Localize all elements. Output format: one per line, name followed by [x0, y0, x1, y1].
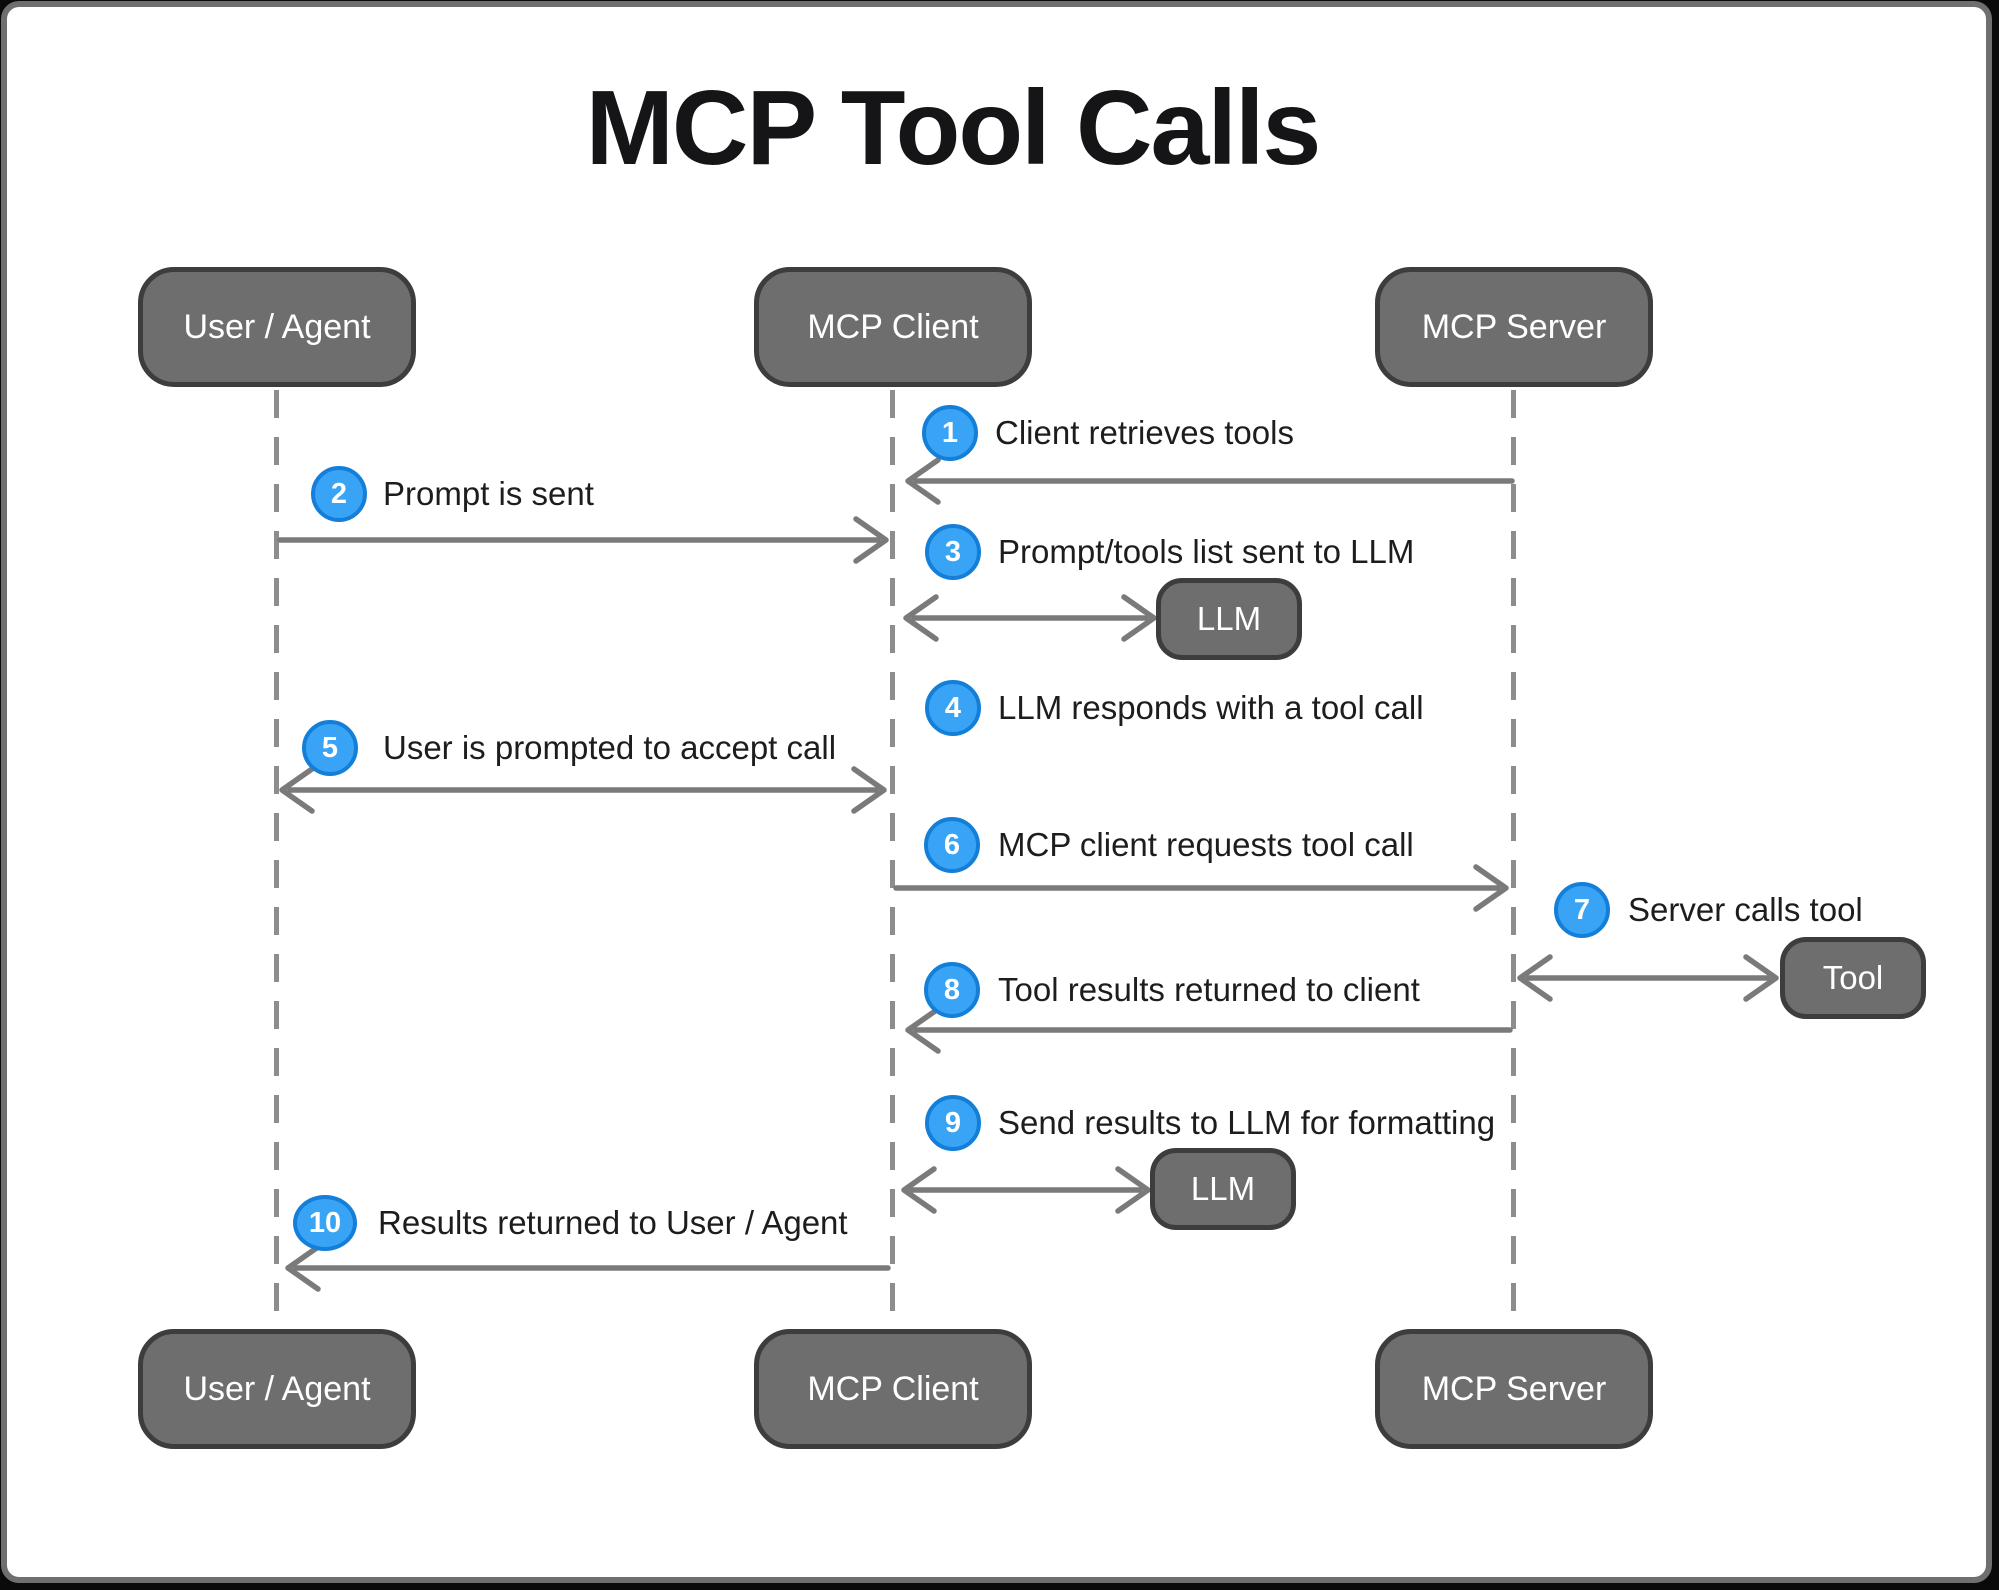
arrow-step-10-client-to-user	[285, 1244, 891, 1292]
node-label: Tool	[1822, 959, 1884, 996]
step-badge-4: 4	[925, 680, 981, 736]
node-label: LLM	[1196, 600, 1262, 637]
step-badge-8: 8	[924, 962, 980, 1018]
arrow-step-7-server-tool-both	[1517, 954, 1779, 1002]
step-badge-9: 9	[925, 1095, 981, 1151]
arrow-step-1-server-to-client	[905, 457, 1515, 505]
step-badge-2: 2	[311, 466, 367, 522]
actor-box-user-agent-bottom: User / Agent	[138, 1329, 416, 1449]
actor-label: MCP Server	[1421, 1369, 1607, 1408]
step-badge-1: 1	[922, 405, 978, 461]
step-label-2: Prompt is sent	[383, 475, 594, 512]
actor-label: MCP Server	[1421, 307, 1607, 346]
actor-box-mcp-client-bottom: MCP Client	[754, 1329, 1032, 1449]
arrow-step-5-user-client-both	[279, 766, 887, 814]
step-label-7: Server calls tool	[1628, 891, 1863, 928]
step-badge-10: 10	[293, 1195, 357, 1251]
arrow-step-3-client-llm-both	[903, 594, 1157, 642]
diagram-title: MCP Tool Calls	[585, 69, 1322, 187]
step-label-6: MCP client requests tool call	[998, 826, 1414, 863]
actor-box-mcp-server-bottom: MCP Server	[1375, 1329, 1653, 1449]
arrow-step-8-server-to-client	[905, 1006, 1513, 1054]
node-box-tool: Tool	[1780, 937, 1926, 1019]
actor-label: User / Agent	[183, 1369, 371, 1408]
step-badge-3: 3	[925, 524, 981, 580]
node-label: LLM	[1190, 1170, 1256, 1207]
actor-label: User / Agent	[183, 307, 371, 346]
node-box-llm-bottom: LLM	[1150, 1148, 1296, 1230]
step-badge-5: 5	[302, 720, 358, 776]
node-box-llm-top: LLM	[1156, 578, 1302, 660]
step-label-10: Results returned to User / Agent	[378, 1204, 848, 1241]
step-badge-7: 7	[1554, 882, 1610, 938]
step-label-4: LLM responds with a tool call	[998, 689, 1424, 726]
arrow-step-2-user-to-client	[277, 516, 889, 564]
actor-box-mcp-client-top: MCP Client	[754, 267, 1032, 387]
step-label-3: Prompt/tools list sent to LLM	[998, 533, 1415, 570]
actor-box-mcp-server-top: MCP Server	[1375, 267, 1653, 387]
actor-label: MCP Client	[807, 1369, 979, 1408]
arrow-step-9-client-llm-both	[901, 1166, 1151, 1214]
arrow-step-6-client-to-server	[893, 864, 1509, 912]
step-label-8: Tool results returned to client	[998, 971, 1420, 1008]
step-label-9: Send results to LLM for formatting	[998, 1104, 1496, 1141]
step-label-5: User is prompted to accept call	[383, 729, 837, 766]
actor-box-user-agent-top: User / Agent	[138, 267, 416, 387]
step-label-1: Client retrieves tools	[995, 414, 1294, 451]
step-badge-6: 6	[924, 817, 980, 873]
actor-label: MCP Client	[807, 307, 979, 346]
